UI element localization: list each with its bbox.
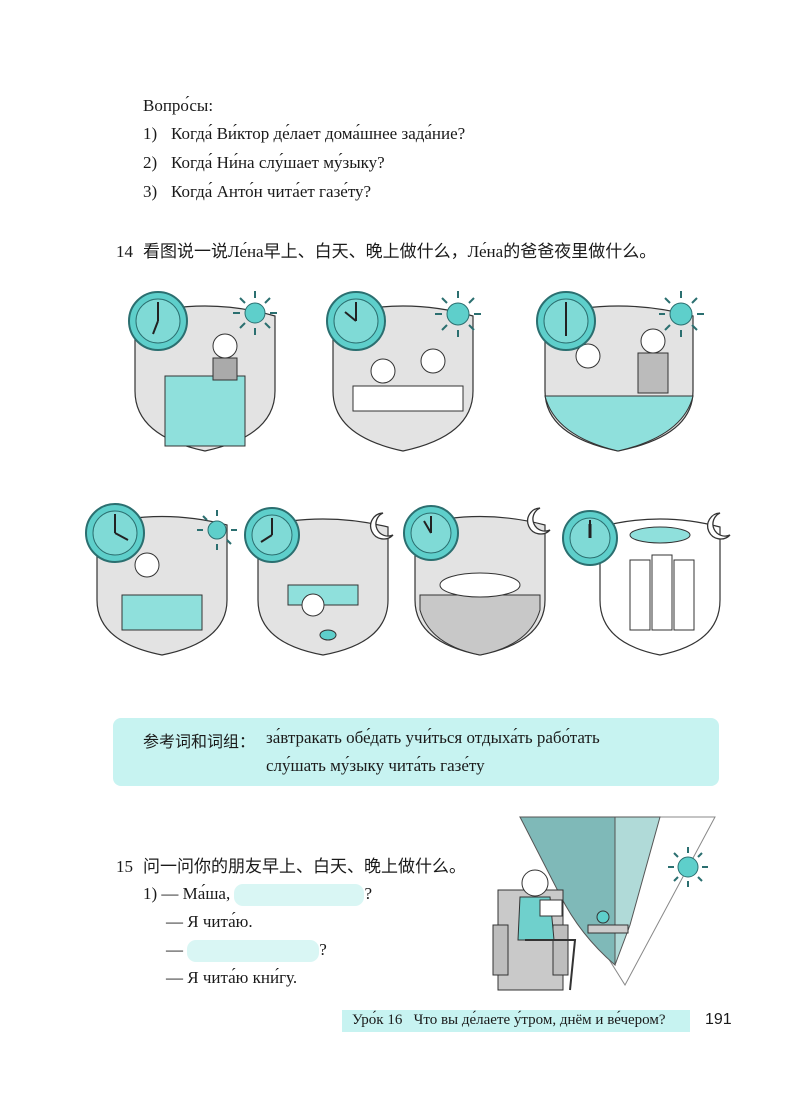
night-sleeping-illustration bbox=[403, 505, 551, 656]
dialogue-line: 1) — Ма́ша, ? bbox=[143, 884, 373, 907]
dialogue-suffix: ? bbox=[319, 940, 327, 959]
picture-panel-evening-dinner bbox=[533, 286, 708, 456]
reading-girl-illustration bbox=[492, 816, 716, 991]
dialogue-prefix: — bbox=[166, 940, 183, 959]
question-item: 2) Когда́ Ни́на слу́шает му́зыку? bbox=[143, 153, 385, 173]
question-number: 2) bbox=[143, 153, 158, 172]
dialogue-suffix: ? bbox=[364, 884, 373, 903]
afternoon-reading-illustration bbox=[85, 503, 237, 656]
vocabulary-line: за́втракать обе́дать учи́ться отдыха́ть … bbox=[266, 728, 600, 747]
evening-dinner-illustration bbox=[536, 291, 704, 452]
questions-title: Вопро́сы: bbox=[143, 96, 214, 115]
vocabulary-line: слу́шать му́зыку чита́ть газе́ту bbox=[266, 756, 485, 775]
answer-blank[interactable] bbox=[187, 940, 320, 963]
page-number: 191 bbox=[705, 1011, 732, 1028]
question-text: Когда́ Анто́н чита́ет газе́ту? bbox=[171, 182, 372, 201]
footer-lesson-title: Уро́к 16 Что вы де́лаете у́тром, днём и … bbox=[352, 1012, 666, 1029]
picture-panel-night-working bbox=[560, 505, 740, 660]
dialogue-prefix: 1) — Ма́ша, bbox=[143, 884, 231, 903]
exercise-number: 15 bbox=[116, 857, 133, 876]
picture-panel-morning-breakfast bbox=[125, 286, 285, 456]
dialogue-line: — Я чита́ю кни́гу. bbox=[166, 968, 298, 987]
question-item: 3) Когда́ Анто́н чита́ет газе́ту? bbox=[143, 182, 371, 202]
exercise-15-heading: 15 问一问你的朋友早上、白天、晚上做什么。 bbox=[116, 852, 466, 877]
question-text: Когда́ Ни́на слу́шает му́зыку? bbox=[171, 153, 385, 172]
evening-music-illustration bbox=[244, 507, 394, 656]
morning-breakfast-illustration bbox=[128, 291, 277, 452]
answer-blank[interactable] bbox=[234, 884, 365, 907]
vocabulary-box: 参考词和词组： за́втракать обе́дать учи́ться от… bbox=[113, 718, 719, 786]
picture-panel-day-school bbox=[323, 286, 483, 456]
question-number: 3) bbox=[143, 182, 158, 201]
question-text: Когда́ Ви́ктор де́лает дома́шнее зада́ни… bbox=[171, 124, 466, 143]
question-item: 1) Когда́ Ви́ктор де́лает дома́шнее зада́… bbox=[143, 124, 465, 144]
picture-panel-afternoon-reading bbox=[82, 500, 242, 660]
exercise-14-heading: 14 看图说一说Ле́на早上、白天、晚上做什么，Ле́на的爸爸夜里做什么。 bbox=[116, 237, 656, 262]
footer-title: Что вы де́лаете у́тром, днём и ве́чером? bbox=[413, 1012, 666, 1028]
picture-panel-evening-music bbox=[243, 505, 403, 660]
question-number: 1) bbox=[143, 124, 158, 143]
exercise-instruction: 看图说一说Ле́на早上、白天、晚上做什么，Ле́на的爸爸夜里做什么。 bbox=[143, 242, 657, 261]
picture-panel-night-sleeping bbox=[400, 500, 560, 660]
footer-bar bbox=[342, 1010, 690, 1032]
dialogue-line: — ? bbox=[166, 940, 327, 963]
dialogue-line: — Я чита́ю. bbox=[166, 912, 253, 931]
exercise-instruction: 问一问你的朋友早上、白天、晚上做什么。 bbox=[143, 857, 466, 876]
exercise-number: 14 bbox=[116, 242, 133, 261]
day-school-illustration bbox=[326, 291, 481, 452]
night-working-illustration bbox=[562, 510, 731, 656]
picture-reading-girl bbox=[490, 815, 730, 995]
footer-lesson: Уро́к 16 bbox=[352, 1012, 403, 1028]
vocabulary-label: 参考词和词组： bbox=[143, 734, 256, 751]
